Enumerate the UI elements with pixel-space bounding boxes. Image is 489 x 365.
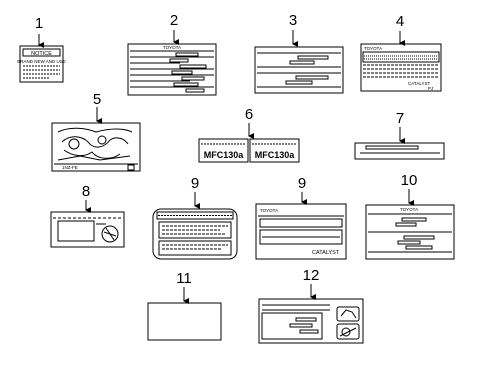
notice-title: NOTICE (31, 51, 52, 57)
label-9a (152, 192, 238, 260)
label-6-pair: MFC130a MFC130a (198, 123, 300, 163)
callout-5: 5 (92, 91, 102, 108)
callout-10: 10 (400, 172, 418, 189)
callout-11: 11 (176, 270, 192, 287)
callout-7: 7 (395, 110, 405, 127)
label-8 (50, 200, 125, 248)
label-9b-header: TOYOTA (260, 208, 278, 213)
label-5-code: 1NZ-FE (62, 165, 78, 170)
label-3 (254, 30, 344, 94)
label-5-engine: 1NZ-FE (51, 107, 141, 172)
callout-12: 12 (302, 267, 320, 284)
callout-9b: 9 (297, 175, 307, 192)
callout-2: 2 (169, 12, 179, 29)
callout-4: 4 (395, 13, 405, 30)
label-11-blank (147, 287, 222, 341)
label-2: TOYOTA (127, 30, 217, 96)
label-9b-catalyst-text: CATALYST (312, 250, 340, 256)
label-7-strip (354, 127, 445, 160)
label-10: TOYOTA (365, 189, 455, 260)
callout-8: 8 (81, 183, 91, 200)
callout-3: 3 (288, 12, 298, 29)
callout-6: 6 (244, 106, 254, 123)
label-10-header: TOYOTA (400, 207, 418, 212)
label-9b-catalyst: TOYOTA CATALYST (255, 192, 347, 260)
label-4-catalyst: TOYOTA CATALYST PJ (360, 31, 442, 92)
label-6-left-code: MFC130a (204, 150, 245, 160)
label-1-notice: NOTICE BRAND NEW AND USE (17, 34, 66, 83)
notice-text: BRAND NEW AND USE (17, 59, 66, 64)
label-6-right-code: MFC130a (255, 150, 296, 160)
callout-1: 1 (34, 15, 44, 32)
label-4-code: PJ (428, 86, 433, 91)
label-2-header: TOYOTA (163, 45, 181, 50)
callout-9a: 9 (190, 175, 200, 192)
label-4-catalyst-text: CATALYST (408, 81, 431, 86)
label-12 (258, 284, 364, 344)
label-4-header: TOYOTA (364, 46, 382, 51)
